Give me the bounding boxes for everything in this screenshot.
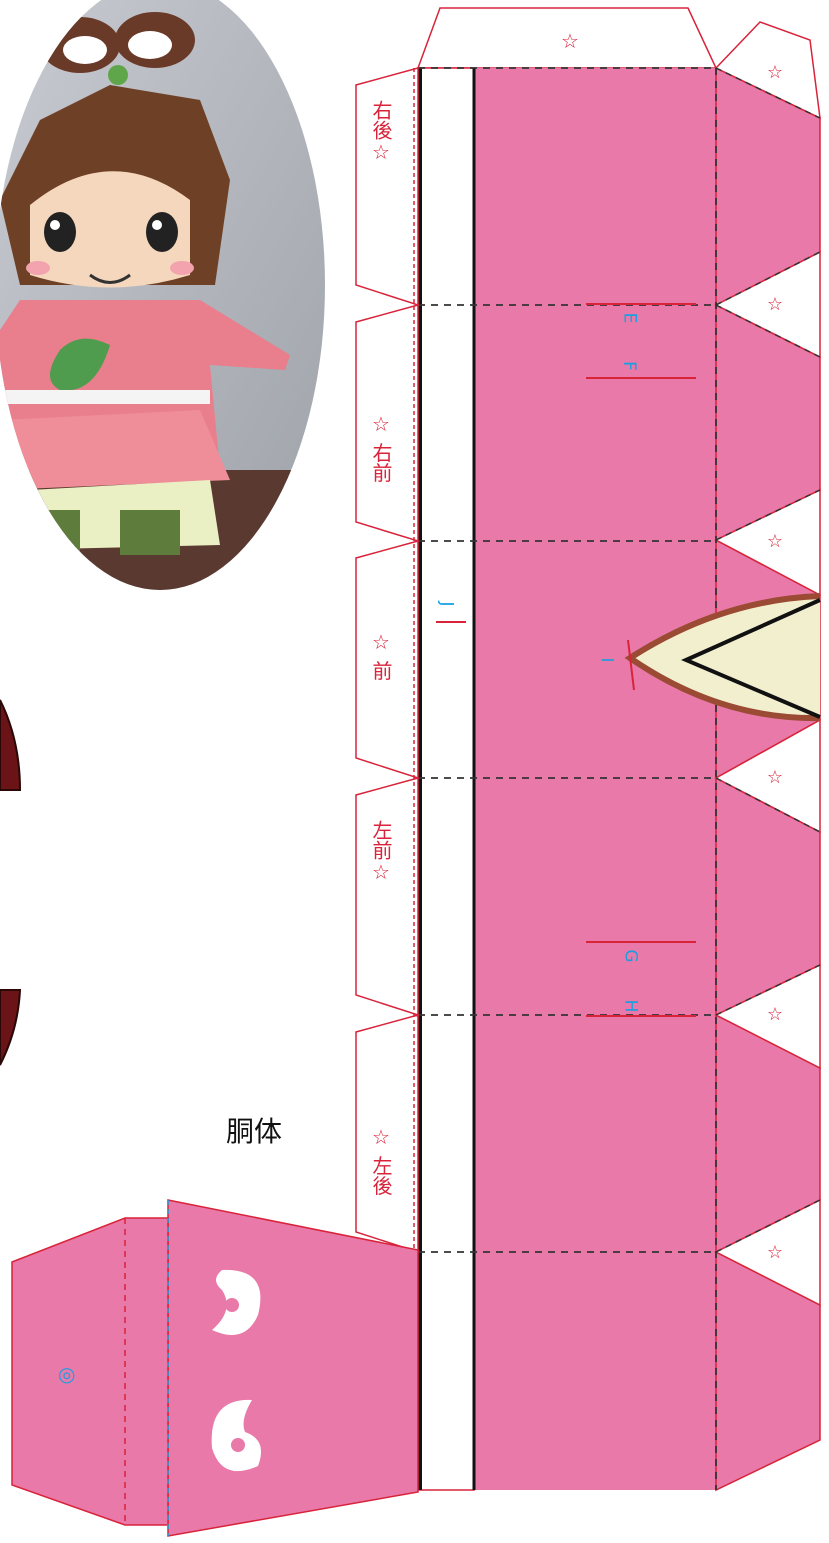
guide-letter-H: H [620, 999, 641, 1013]
svg-text:☆: ☆ [767, 531, 783, 552]
tab-label-left-back: ☆ 左後 [369, 1125, 393, 1196]
tab-label-front: ☆ 前 [369, 630, 393, 681]
corner-tab [714, 21, 821, 120]
circle-mark: ◎ [58, 1362, 76, 1386]
left-edge-shape-upper [0, 699, 22, 791]
star-mark: ☆ [561, 29, 579, 53]
comma-pattern-icon [211, 1269, 262, 1472]
triangle-tabs [714, 250, 821, 1307]
svg-text:☆: ☆ [767, 767, 783, 788]
guide-letter-F: F [618, 361, 639, 371]
guide-letter-E: E [619, 312, 640, 324]
guide-lines [436, 303, 696, 1017]
tab-label-left-front: 左前☆ [369, 820, 393, 884]
tab-label-right-back: 右後☆ [369, 100, 393, 164]
left-edge-shape-lower [0, 989, 22, 1066]
triangle-stars: ☆ ☆ ☆ ☆ ☆ [767, 294, 783, 1263]
tab-label-right-front: ☆ 右前 [369, 412, 393, 483]
sleeve-piece [11, 1199, 419, 1537]
part-title: 胴体 [226, 1115, 283, 1148]
photo-doll-thumbnail [0, 0, 325, 590]
triangle-fold-lines [715, 251, 821, 1253]
guide-letter-G: G [620, 949, 641, 963]
body-white-strip [417, 67, 475, 1491]
left-tabs [355, 67, 419, 1254]
guide-letter-J: J [436, 601, 457, 607]
svg-text:☆: ☆ [767, 1004, 783, 1025]
body-pink-panel [474, 68, 716, 1490]
svg-text:☆: ☆ [767, 294, 783, 315]
guide-letter-I: I [596, 657, 617, 663]
star-mark: ☆ [767, 62, 783, 83]
svg-text:☆: ☆ [767, 1242, 783, 1263]
